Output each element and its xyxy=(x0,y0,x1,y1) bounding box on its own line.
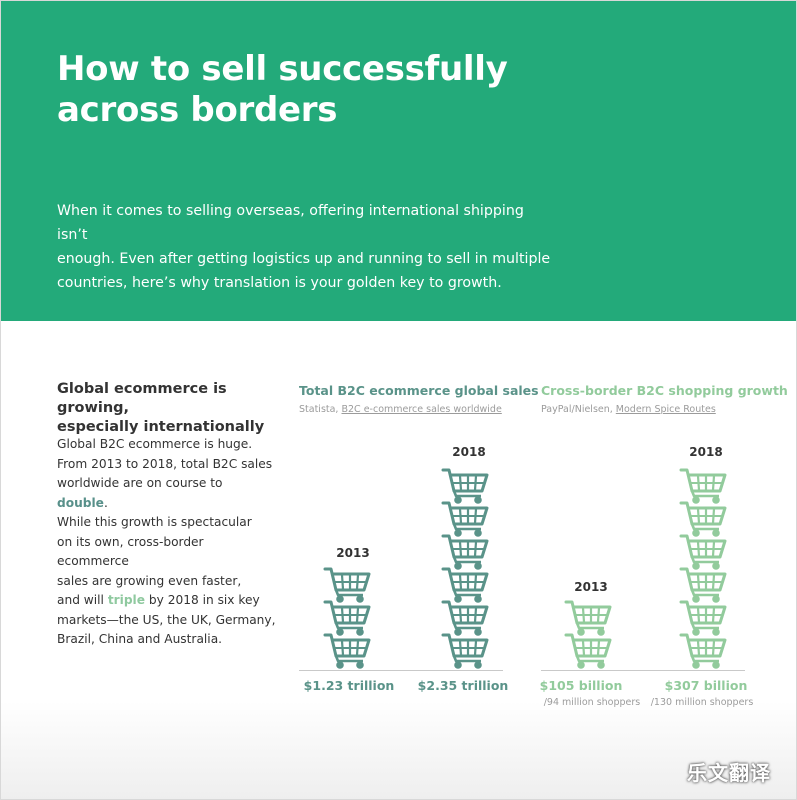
body-line-1: Global B2C ecommerce is huge. xyxy=(57,437,253,451)
section-title: Global ecommerce is growing, especially i… xyxy=(57,380,297,437)
shopping-cart-icon xyxy=(323,567,371,605)
chart1-title: Total B2C ecommerce global sales xyxy=(299,383,539,398)
chart1-value-2013: $1.23 trillion xyxy=(303,678,395,693)
chart1-source-link[interactable]: B2C e-commerce sales worldwide xyxy=(341,404,502,415)
body-line-5: on its own, cross-border ecommerce xyxy=(57,534,204,569)
intro-line-3: countries, here’s why translation is you… xyxy=(57,275,502,291)
chart1-baseline xyxy=(299,670,503,671)
shopping-cart-icon xyxy=(564,600,612,638)
shopping-cart-icon xyxy=(679,534,727,572)
chart2-value-2018: $307 billion xyxy=(664,678,748,693)
shopping-cart-icon xyxy=(679,567,727,605)
chart2-bar-2013 xyxy=(564,600,612,671)
intro-line-2: enough. Even after getting logistics up … xyxy=(57,251,551,267)
shopping-cart-icon xyxy=(441,534,489,572)
body-line-7c: by 2018 in six key xyxy=(145,593,260,607)
body-line-2: From 2013 to 2018, total B2C sales xyxy=(57,456,273,471)
intro-text: When it comes to selling overseas, offer… xyxy=(57,199,557,295)
shopping-cart-icon xyxy=(323,633,371,671)
body-line-3c: . xyxy=(103,495,108,510)
body-line-8: markets—the US, the UK, Germany, xyxy=(57,612,276,627)
body-line-9: Brazil, China and Australia. xyxy=(57,632,223,646)
chart1-source: Statista, B2C e-commerce sales worldwide xyxy=(299,404,502,415)
shopping-cart-icon xyxy=(323,600,371,638)
chart2-source-prefix: PayPal/Nielsen, xyxy=(541,404,616,415)
chart1-bar-2013 xyxy=(323,567,371,671)
chart2-source-link[interactable]: Modern Spice Routes xyxy=(615,404,716,415)
chart2-year-2013: 2013 xyxy=(574,580,608,594)
chart2-title: Cross-border B2C shopping growth xyxy=(541,383,788,398)
shopping-cart-icon xyxy=(679,468,727,506)
shopping-cart-icon xyxy=(441,501,489,539)
shopping-cart-icon xyxy=(679,633,727,671)
chart1-year-2018: 2018 xyxy=(452,445,486,459)
shopping-cart-icon xyxy=(441,468,489,506)
chart1-source-prefix: Statista, xyxy=(299,404,342,415)
shopping-cart-icon xyxy=(564,633,612,671)
shopping-cart-icon xyxy=(441,633,489,671)
section-title-line-1: Global ecommerce is growing, xyxy=(57,381,227,416)
chart2-bar-2018 xyxy=(679,468,727,671)
body-line-3a: worldwide are on course to xyxy=(57,476,223,490)
watermark: 乐文翻译 xyxy=(687,761,771,785)
intro-line-1: When it comes to selling overseas, offer… xyxy=(57,203,524,243)
chart1-year-2013: 2013 xyxy=(336,546,370,560)
chart2-baseline xyxy=(541,670,745,671)
section-body: Global B2C ecommerce is huge. From 2013 … xyxy=(57,435,277,650)
section-title-line-2: especially internationally xyxy=(57,419,265,435)
shopping-cart-icon xyxy=(441,600,489,638)
shopping-cart-icon xyxy=(679,501,727,539)
highlight-triple: triple xyxy=(107,593,145,607)
chart2-year-2018: 2018 xyxy=(689,445,723,459)
body-line-7a: and will xyxy=(57,593,108,607)
highlight-double: double xyxy=(57,495,104,510)
body-line-4: While this growth is spectacular xyxy=(57,515,252,529)
chart1-bar-2018 xyxy=(441,468,489,671)
chart1-value-2018: $2.35 trillion xyxy=(417,678,509,693)
chart2-source: PayPal/Nielsen, Modern Spice Routes xyxy=(541,404,716,415)
title-line-2: across borders xyxy=(57,90,338,130)
shopping-cart-icon xyxy=(679,600,727,638)
title-line-1: How to sell successfully xyxy=(57,49,508,89)
shopping-cart-icon xyxy=(441,567,489,605)
chart2-value-2013: $105 billion xyxy=(539,678,623,693)
body-line-6: sales are growing even faster, xyxy=(57,573,242,588)
